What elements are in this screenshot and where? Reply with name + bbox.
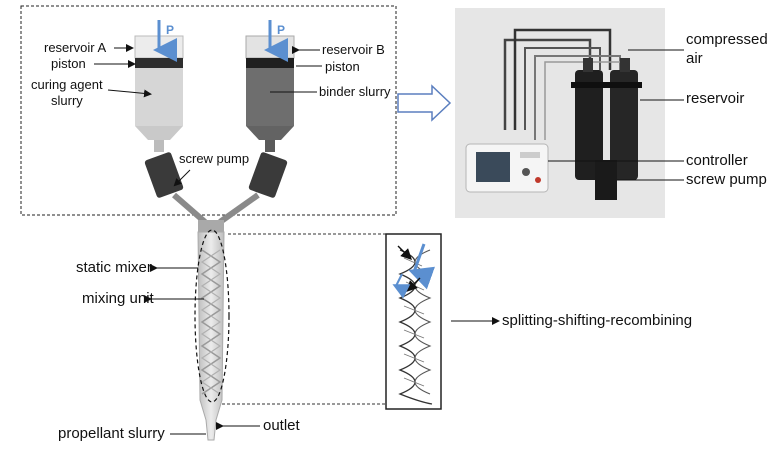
zoom-box [385, 233, 442, 410]
mixer-inlet [198, 220, 224, 232]
label-screw-pump: screw pump [179, 151, 249, 166]
label-piston-a: piston [51, 56, 86, 71]
equipment-photo [455, 8, 665, 218]
piston-a [135, 58, 183, 68]
label-controller: controller [686, 152, 748, 169]
static-mixer [197, 231, 225, 441]
label-outlet: outlet [263, 417, 301, 434]
screw-pump-right [248, 152, 288, 198]
piston-b [246, 58, 294, 68]
label-compressed-air-2: air [686, 50, 703, 67]
pressure-label-a: P [166, 23, 174, 37]
hollow-arrow [397, 84, 452, 122]
pipe-right [218, 192, 260, 225]
label-piston-b: piston [325, 59, 360, 74]
pressure-label-b: P [277, 23, 285, 37]
label-splitting: splitting-shifting-recombining [502, 312, 692, 329]
label-propellant-slurry: propellant slurry [58, 425, 165, 442]
mixing-unit-ellipse [194, 229, 230, 403]
label-compressed-air-1: compressed [686, 31, 768, 48]
reservoir-a-cylinder [134, 35, 184, 152]
schematic-dashed-box [20, 5, 397, 216]
pipe-left [172, 192, 207, 225]
label-curing-agent-2: slurry [51, 93, 83, 108]
label-reservoir-a: reservoir A [44, 40, 106, 55]
label-reservoir: reservoir [686, 90, 744, 107]
helical-zoom [392, 243, 435, 405]
label-static-mixer: static mixer [76, 259, 152, 276]
screw-pump-left [144, 152, 184, 198]
label-binder-slurry: binder slurry [319, 84, 391, 99]
label-reservoir-b: reservoir B [322, 42, 385, 57]
label-screw-pump-photo: screw pump [686, 171, 767, 188]
label-mixing-unit: mixing unit [82, 290, 155, 307]
reservoir-b-cylinder [245, 35, 295, 152]
label-curing-agent-1: curing agent [31, 77, 103, 92]
